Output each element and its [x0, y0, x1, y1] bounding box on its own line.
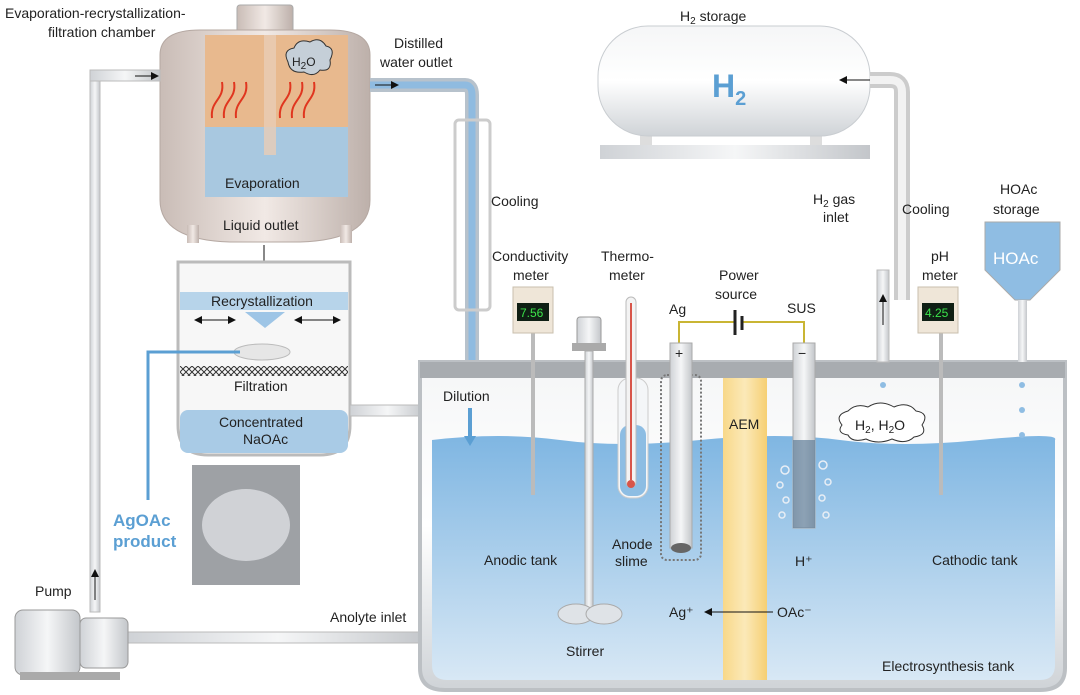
- liquid-zone: [205, 127, 348, 197]
- cooling-right-label: Cooling: [902, 201, 949, 217]
- concentrated-label-2: NaOAc: [243, 431, 288, 447]
- h2-gas-label-2: inlet: [823, 209, 849, 225]
- conductivity-meter: 7.56: [512, 286, 554, 495]
- anode-plus: +: [675, 345, 683, 361]
- concentrated-label-1: Concentrated: [219, 414, 303, 430]
- dilution-label: Dilution: [443, 388, 490, 404]
- anode-slime-label-2: slime: [615, 553, 648, 569]
- gas-bubbles-icon: [776, 460, 832, 519]
- conductivity-label-1: Conductivity: [492, 248, 568, 264]
- anodic-tank-label: Anodic tank: [484, 552, 558, 568]
- anode-slime-label-1: Anode: [612, 536, 653, 552]
- distilled-label-2: water outlet: [379, 54, 452, 70]
- anolyte-inlet-label: Anolyte inlet: [330, 609, 406, 625]
- product-label-2: product: [113, 532, 177, 551]
- distilled-label-1: Distilled: [394, 35, 443, 51]
- hoac-storage-label-2: storage: [993, 201, 1040, 217]
- pump: [14, 609, 129, 680]
- cathodic-tank-label: Cathodic tank: [932, 552, 1019, 568]
- pump-label: Pump: [35, 583, 72, 599]
- h2-tank-label: H2: [712, 68, 746, 110]
- power-circuit: [678, 310, 805, 343]
- droplets-icon: [880, 382, 1025, 438]
- product-flow-line: [146, 350, 240, 500]
- thermometer-label-2: meter: [609, 267, 645, 283]
- dilution-arrow: [464, 408, 476, 446]
- electrosynthesis-tank-label: Electrosynthesis tank: [882, 658, 1015, 674]
- power-label-1: Power: [719, 267, 759, 283]
- distilled-water-pipe: [370, 78, 492, 370]
- oac-minus-label: OAc⁻: [777, 604, 812, 620]
- stirrer: [557, 316, 623, 625]
- h2-gas-pipe: [839, 72, 910, 363]
- recrystallization-vessel: Recrystallization Filtration Concentrate…: [176, 260, 352, 457]
- ag-electrode-label: Ag: [669, 301, 686, 317]
- h-plus-label: H⁺: [795, 553, 813, 569]
- stirrer-label: Stirrer: [566, 643, 604, 659]
- evaporation-label: Evaporation: [225, 175, 300, 191]
- aem-label: AEM: [729, 416, 759, 432]
- h2-gas-label-1: H2 gas: [813, 191, 855, 210]
- ph-label-2: meter: [922, 267, 958, 283]
- h2o-cloud-icon: [285, 39, 333, 76]
- anion-exchange-membrane: [723, 378, 767, 680]
- hoac-storage-label-1: HOAc: [1000, 181, 1037, 197]
- heat-waves-icon: [210, 81, 316, 119]
- liquid-outlet-label: Liquid outlet: [223, 217, 299, 233]
- electrosynthesis-tank: AEM: [418, 360, 1067, 692]
- ag-plus-label: Ag⁺: [669, 604, 694, 620]
- conductivity-label-2: meter: [513, 267, 549, 283]
- sus-cathode: −: [776, 342, 832, 529]
- thermometer: [617, 296, 649, 499]
- hoac-storage: HOAc: [880, 221, 1061, 438]
- h2o-cloud-label: H2O: [292, 55, 316, 72]
- h2-h2o-cloud-label: H2, H2O: [855, 417, 905, 436]
- product-label-1: AgOAc: [113, 511, 171, 530]
- conductivity-value: 7.56: [520, 306, 544, 320]
- cathode-minus: −: [798, 345, 806, 361]
- h2-storage-label: H2 storage: [680, 8, 746, 27]
- recrystallization-label: Recrystallization: [211, 293, 313, 309]
- ph-meter: 4.25: [917, 286, 959, 495]
- chamber-label-2: filtration chamber: [48, 24, 156, 40]
- filtration-label: Filtration: [234, 378, 288, 394]
- h2-storage-tank: H2: [597, 25, 871, 159]
- dilution-pipe: [349, 404, 426, 417]
- hoac-tank-label: HOAc: [993, 249, 1039, 268]
- power-label-2: source: [715, 286, 757, 302]
- ph-value: 4.25: [925, 306, 949, 320]
- cooling-left-label: Cooling: [491, 193, 538, 209]
- thermometer-label-1: Thermo-: [601, 248, 654, 264]
- silver-anode: +: [660, 342, 702, 561]
- chamber-label-1: Evaporation-recrystallization-: [5, 5, 186, 21]
- evaporation-chamber: H2O Evaporation Liquid outlet: [159, 4, 371, 279]
- sus-electrode-label: SUS: [787, 300, 816, 316]
- ph-label-1: pH: [931, 248, 949, 264]
- h2-h2o-cloud-icon: [838, 402, 926, 443]
